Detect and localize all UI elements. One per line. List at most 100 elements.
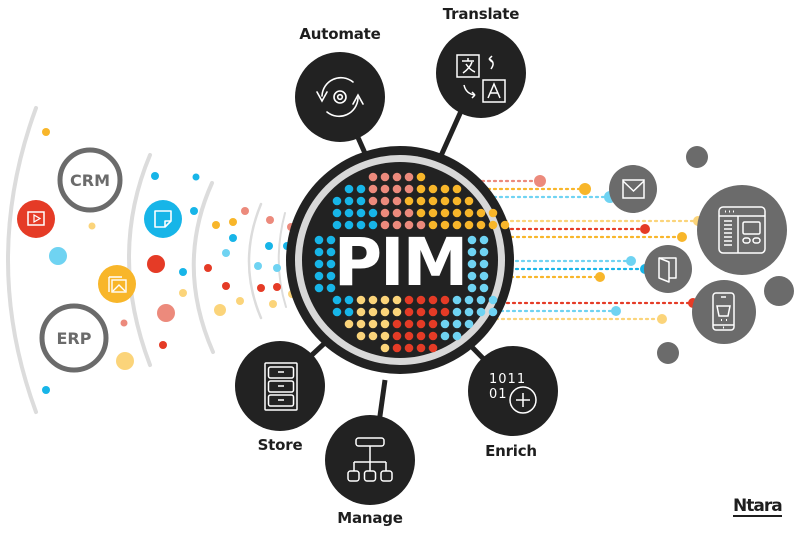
hub-dot	[392, 295, 402, 305]
hub-dot	[428, 220, 438, 230]
hub-dot	[368, 196, 378, 206]
hub-dot	[416, 307, 426, 317]
hub-dot	[392, 307, 402, 317]
hub-dot	[452, 208, 462, 218]
store-node	[235, 341, 325, 431]
particle	[254, 262, 262, 270]
hub-dot	[380, 184, 390, 194]
hub-dot	[404, 208, 414, 218]
channel-streams	[480, 175, 703, 324]
particle	[151, 172, 159, 180]
hub-dot	[428, 208, 438, 218]
hub-dot	[314, 271, 324, 281]
hub-dot	[452, 319, 462, 329]
arc	[277, 212, 287, 308]
hub-dot	[380, 331, 390, 341]
hub-dot	[479, 247, 489, 257]
svg-text:01: 01	[489, 387, 508, 402]
channel-nodes	[609, 146, 794, 364]
hub-dot	[368, 331, 378, 341]
hub-dot	[428, 184, 438, 194]
hub-dot	[380, 172, 390, 182]
hub-dot	[404, 196, 414, 206]
hub-dot	[467, 235, 477, 245]
hub-dot	[326, 271, 336, 281]
hub-dot	[488, 220, 498, 230]
hub-dot	[392, 319, 402, 329]
hub-dot	[332, 196, 342, 206]
hub-dot	[392, 184, 402, 194]
automate-node	[295, 52, 385, 142]
particle	[88, 222, 96, 230]
hub-dot	[392, 208, 402, 218]
binary-plus-icon: 1011 01	[489, 372, 537, 414]
hub-dot	[356, 184, 366, 194]
stream-endpoint	[677, 232, 687, 242]
hub-dot	[428, 196, 438, 206]
hub-dot	[344, 184, 354, 194]
source-particles	[42, 128, 296, 394]
hub-dot	[344, 208, 354, 218]
stream-endpoint	[657, 314, 667, 324]
decor-dot	[764, 276, 794, 306]
hub-dot	[416, 319, 426, 329]
hub-dot	[440, 295, 450, 305]
arc	[127, 153, 152, 367]
hub-dot	[332, 307, 342, 317]
decor-dot	[657, 342, 679, 364]
ntara-logo: Ntara	[733, 496, 783, 517]
hub-dot	[452, 196, 462, 206]
hub-dot	[314, 235, 324, 245]
hub-dot	[344, 319, 354, 329]
particle	[273, 264, 281, 272]
hub-dot	[440, 208, 450, 218]
catalog-node	[644, 245, 692, 293]
hub-dot	[404, 331, 414, 341]
particle	[179, 268, 187, 276]
hub-dot	[332, 220, 342, 230]
hierarchy-icon	[347, 437, 393, 482]
hub-dot	[452, 220, 462, 230]
hub-dot	[476, 208, 486, 218]
hub-dot	[326, 235, 336, 245]
hub-dot	[428, 331, 438, 341]
hub-dot	[479, 259, 489, 269]
hub-dot	[392, 196, 402, 206]
hub-dot	[314, 247, 324, 257]
pim-label: PIM	[334, 224, 467, 301]
hub-dot	[404, 172, 414, 182]
hub-dot	[416, 196, 426, 206]
hub-dot	[428, 295, 438, 305]
hub-dot	[356, 295, 366, 305]
hub-dot	[356, 196, 366, 206]
hub-dot	[416, 184, 426, 194]
particle	[157, 304, 175, 322]
hub-dot	[380, 343, 390, 353]
hub-dot	[380, 307, 390, 317]
stream-endpoint	[611, 306, 621, 316]
stream-endpoint	[534, 175, 546, 187]
hub-dot	[392, 331, 402, 341]
hub-dot	[428, 319, 438, 329]
hub-dot	[416, 220, 426, 230]
hub-dot	[326, 259, 336, 269]
hub-dot	[332, 208, 342, 218]
particle	[273, 283, 281, 291]
hub-dot	[452, 295, 462, 305]
particle	[212, 221, 220, 229]
email-node	[609, 165, 657, 213]
hub-dot	[479, 271, 489, 281]
hub-dot	[440, 220, 450, 230]
hub-dot	[488, 208, 498, 218]
hub-dot	[440, 319, 450, 329]
arc	[6, 106, 38, 414]
hub-dot	[467, 283, 477, 293]
translate-label: Translate	[442, 5, 520, 23]
hub-dot	[356, 208, 366, 218]
image-icon	[98, 265, 136, 303]
hub-dot	[356, 307, 366, 317]
hub-dot	[368, 172, 378, 182]
hub-dot	[464, 307, 474, 317]
sync-gear-icon	[316, 76, 364, 118]
